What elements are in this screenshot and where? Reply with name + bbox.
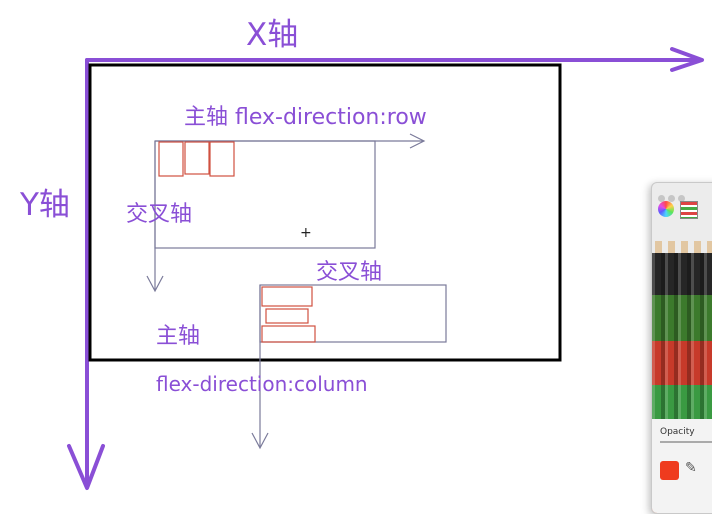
column-cross-axis-label: 交叉轴 — [316, 260, 383, 285]
row-flex-item-2 — [184, 141, 210, 175]
x-axis-arrowhead — [670, 47, 704, 72]
window-controls — [658, 187, 688, 206]
row-flex-item-3 — [209, 141, 235, 177]
row-cross-axis-arrowhead — [146, 275, 164, 293]
pencil-tips — [652, 241, 712, 255]
row-cross-axis-label: 交叉轴 — [126, 202, 193, 227]
mouse-cursor: + — [300, 225, 312, 241]
row-main-axis-arrowhead — [409, 133, 426, 149]
column-main-axis-arrowhead — [251, 432, 269, 450]
opacity-label: Opacity — [660, 427, 695, 437]
current-color-swatch[interactable] — [660, 461, 679, 480]
color-wheel-icon[interactable] — [658, 201, 674, 217]
y-axis-arrowhead — [67, 444, 105, 490]
color-sliders-icon[interactable] — [680, 201, 698, 219]
outer-container — [88, 63, 562, 362]
eyedropper-icon[interactable]: ✎ — [685, 460, 697, 476]
colors-panel[interactable]: Opacity ✎ — [651, 182, 712, 514]
row-main-axis-label: 主轴 flex-direction:row — [184, 105, 427, 130]
x-axis-label: X轴 — [246, 17, 299, 53]
zoom-dot[interactable] — [678, 195, 685, 202]
column-flex-item-2 — [265, 308, 309, 324]
column-main-axis-label: 主轴 — [156, 324, 201, 349]
opacity-slider[interactable] — [660, 441, 712, 443]
row-flex-container — [154, 140, 376, 249]
diagram-canvas — [67, 47, 704, 490]
y-axis-label: Y轴 — [20, 187, 70, 223]
close-dot[interactable] — [658, 195, 665, 202]
column-flex-item-1 — [261, 286, 313, 307]
column-flex-item-3 — [261, 325, 316, 343]
row-flex-item-1 — [158, 141, 184, 177]
column-flex-container — [259, 284, 447, 343]
minimize-dot[interactable] — [668, 195, 675, 202]
column-direction-label: flex-direction:column — [156, 372, 368, 396]
